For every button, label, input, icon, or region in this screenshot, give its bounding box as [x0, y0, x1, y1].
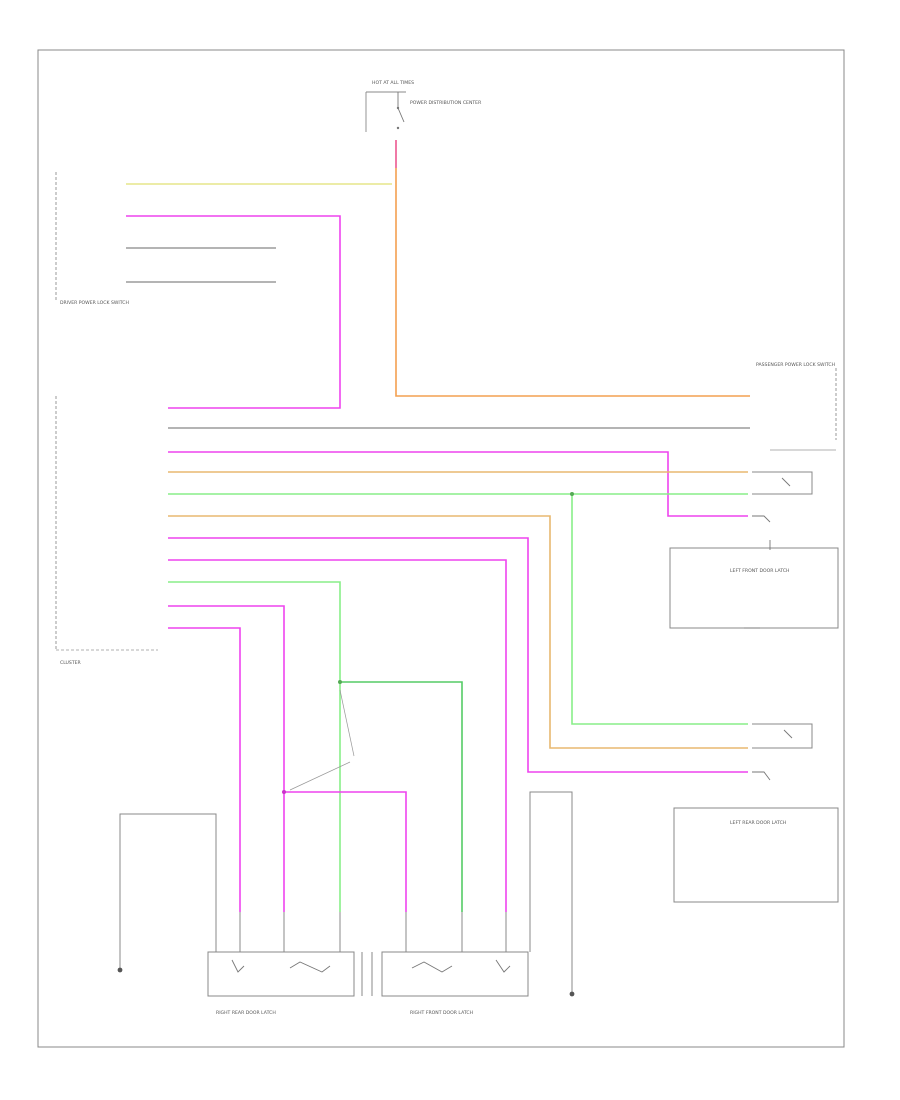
wire-pink-rr [168, 605, 285, 912]
diagram-frame [37, 49, 845, 1048]
label-left-rear-latch: LEFT REAR DOOR LATCH [730, 820, 786, 826]
wire-tan-lr [168, 515, 748, 749]
rr-latch-box [207, 951, 355, 997]
wire-orange [395, 140, 750, 397]
left-ground-symbol [117, 967, 123, 973]
splice-pink [282, 790, 286, 794]
lf-latch-switch [752, 515, 771, 523]
splice-leader-2 [289, 761, 351, 791]
label-passenger-switch: PASSENGER POWER LOCK SWITCH [756, 362, 835, 368]
right-ground-symbol [569, 991, 575, 997]
rf-switch-a [411, 961, 453, 973]
rr-switch-a [231, 959, 245, 973]
lr-sensor-bracket [752, 723, 813, 749]
top-switch-arm [397, 107, 405, 123]
wire-green-splice [168, 581, 341, 912]
label-master-switch: DRIVER POWER LOCK SWITCH [60, 300, 129, 306]
wire-pink-rr-branch [284, 791, 407, 912]
label-left-front-latch: LEFT FRONT DOOR LATCH [730, 568, 790, 574]
label-cluster: CLUSTER [60, 660, 82, 666]
lr-sensor-switch [783, 729, 793, 739]
top-switch-contact [396, 126, 400, 130]
rf-switch-b [495, 959, 511, 973]
rf-right-bracket [529, 791, 573, 930]
rr-switch-b [289, 961, 331, 973]
splice-green [570, 492, 574, 496]
wire-green-rf [340, 681, 463, 912]
wire-pink-rr2 [168, 627, 241, 912]
splice-leader-1 [339, 689, 355, 757]
label-right-front-latch: RIGHT FRONT DOOR LATCH [410, 1010, 473, 1016]
rf-latch-box [381, 951, 529, 997]
rr-left-bracket [119, 813, 217, 930]
label-right-rear-latch: RIGHT REAR DOOR LATCH [216, 1010, 276, 1016]
lr-latch-switch [752, 771, 771, 781]
wire-green-lr [571, 494, 748, 725]
lf-sensor-bracket [752, 471, 813, 495]
lf-sensor-switch [781, 477, 791, 487]
wire-pink-rf [168, 559, 507, 912]
lr-latch-box [673, 807, 839, 903]
wire-pink-lr [168, 537, 748, 773]
label-top-hot: HOT AT ALL TIMES [372, 80, 414, 86]
lf-latch-box [669, 547, 839, 629]
wire-pink-lf [168, 451, 748, 517]
wire-pink-master [126, 215, 341, 409]
label-top-fuse: POWER DISTRIBUTION CENTER [410, 100, 482, 106]
splice-green-2 [338, 680, 342, 684]
top-switch-pivot [396, 106, 400, 110]
